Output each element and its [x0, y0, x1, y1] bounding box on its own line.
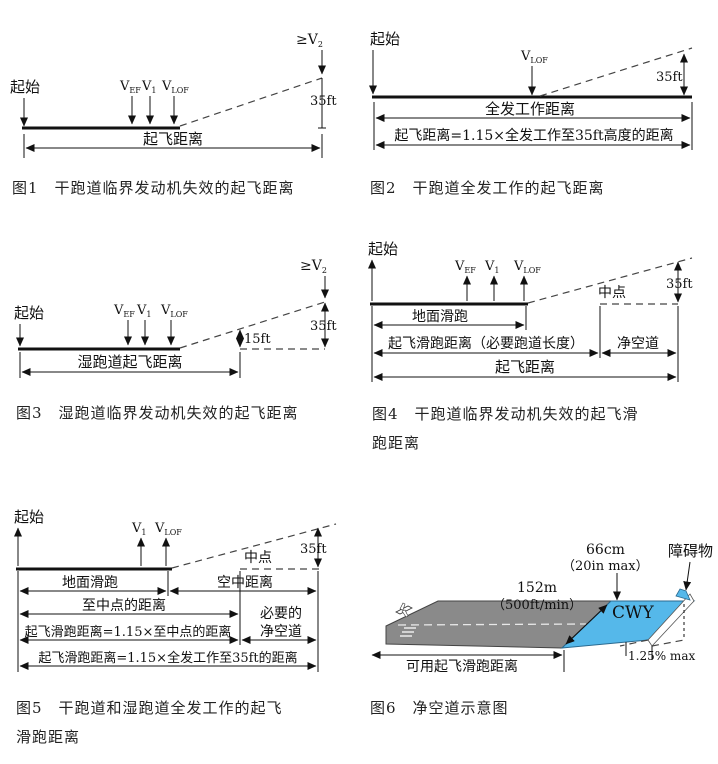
runway-centerline [397, 623, 587, 626]
climb-path [539, 47, 693, 97]
h35-label: 35ft [310, 319, 337, 334]
figure-2: 起始 VLOF 35ft 全发工作距离 起飞距离=1.15×全发工作至35ft高… [369, 30, 693, 197]
climb-path [179, 301, 326, 349]
height-label: 35ft [666, 277, 693, 292]
start-label: 起始 [14, 508, 44, 526]
figure-5: 起始 V1 VLOF 中点 35ft 地面滑跑 空中距离 至中点的距离 必要的 … [14, 508, 337, 746]
to-mid-label: 至中点的距离 [82, 597, 166, 614]
height-label: 35ft [656, 70, 683, 85]
v1-label: V1 [136, 303, 151, 319]
vlof-label: VLOF [160, 303, 188, 319]
vef-label: VEF [454, 259, 476, 275]
run-distance-label: 起飞滑跑距离（必要跑道长度） [388, 335, 584, 352]
start-label: 起始 [368, 240, 398, 258]
figure-6: CWY 1.25% max 障碍物 66cm （20in max） 152m （… [370, 542, 713, 717]
figure-1: 起始 VEF V1 VLOF ≥V2 35ft 起飞距离 图1 干跑道临界发动机… [10, 32, 337, 197]
climb-path [527, 257, 693, 304]
distance-label: 起飞距离 [495, 358, 555, 376]
height-label: 35ft [310, 94, 337, 109]
formula1-label: 起飞滑跑距离=1.15×至中点的距离 [25, 624, 232, 640]
formula2-label: 起飞滑跑距离=1.15×全发工作至35ft的距离 [38, 650, 297, 666]
aircraft-icon [395, 602, 413, 618]
cwy-label: CWY [612, 603, 654, 623]
all-engine-label: 全发工作距离 [485, 100, 575, 118]
start-label: 起始 [370, 30, 400, 48]
v1-label: V1 [141, 79, 156, 95]
threshold-markings [400, 627, 416, 637]
vef-label: VEF [119, 79, 141, 95]
midpoint-label: 中点 [244, 550, 272, 566]
w20-label: （20in max） [562, 559, 649, 574]
tora-label: 可用起飞滑跑距离 [406, 658, 518, 675]
vlof-label: VLOF [154, 521, 182, 537]
obstacle-icon [675, 588, 691, 601]
climb-path [179, 77, 323, 127]
height-label: 35ft [300, 542, 327, 557]
distance-label: 湿跑道起飞距离 [77, 353, 182, 371]
h15-label: 15ft [244, 332, 271, 347]
caption: 图3 湿跑道临界发动机失效的起飞距离 [16, 404, 299, 422]
caption-line-1: 图4 干跑道临界发动机失效的起飞滑 [372, 405, 639, 423]
distance-label: 起飞距离 [143, 130, 203, 148]
caption-line-2: 滑跑距离 [16, 728, 80, 746]
figure-4: 起始 VEF V1 VLOF 中点 35ft 地面滑跑 起飞滑跑距离（必要跑道长… [368, 240, 693, 452]
caption: 图6 净空道示意图 [370, 699, 509, 717]
start-label: 起始 [14, 304, 44, 322]
vlof-label: VLOF [520, 49, 548, 65]
caption-line-1: 图5 干跑道和湿跑道全发工作的起飞 [16, 699, 283, 717]
required-label-line-1: 必要的 [260, 606, 302, 622]
clearway-label: 净空道 [617, 336, 659, 352]
ground-run-label: 地面滑跑 [412, 308, 468, 325]
caption: 图2 干跑道全发工作的起飞距离 [370, 179, 605, 197]
w500-label: （500ft/min） [492, 598, 582, 613]
formula-label: 起飞距离=1.15×全发工作至35ft高度的距离 [394, 127, 673, 144]
vef-label: VEF [113, 303, 135, 319]
v1-label: V1 [131, 521, 146, 537]
caption-line-2: 跑距离 [372, 434, 420, 452]
v2-label: ≥V2 [296, 32, 323, 49]
v2-label: ≥V2 [300, 258, 327, 275]
vlof-label: VLOF [513, 259, 541, 275]
slope-label: 1.25% max [628, 649, 695, 663]
caption: 图1 干跑道临界发动机失效的起飞距离 [12, 179, 295, 197]
v1-label: V1 [484, 259, 499, 275]
climb-path [171, 523, 337, 569]
required-label-line-2: 净空道 [260, 624, 302, 640]
vlof-label: VLOF [161, 79, 189, 95]
figure-3: 起始 VEF V1 VLOF ≥V2 15ft 35ft 湿跑道起飞距离 图3 … [14, 258, 337, 422]
w152-label: 152m [517, 580, 557, 596]
w66-label: 66cm [586, 542, 625, 558]
start-label: 起始 [10, 78, 40, 96]
air-label: 空中距离 [217, 574, 273, 591]
w152-dimension [565, 604, 608, 645]
obstacle-arrow [683, 561, 692, 591]
ground-run-label: 地面滑跑 [62, 574, 118, 591]
obstacle-label: 障碍物 [668, 542, 713, 560]
midpoint-label: 中点 [598, 285, 626, 301]
